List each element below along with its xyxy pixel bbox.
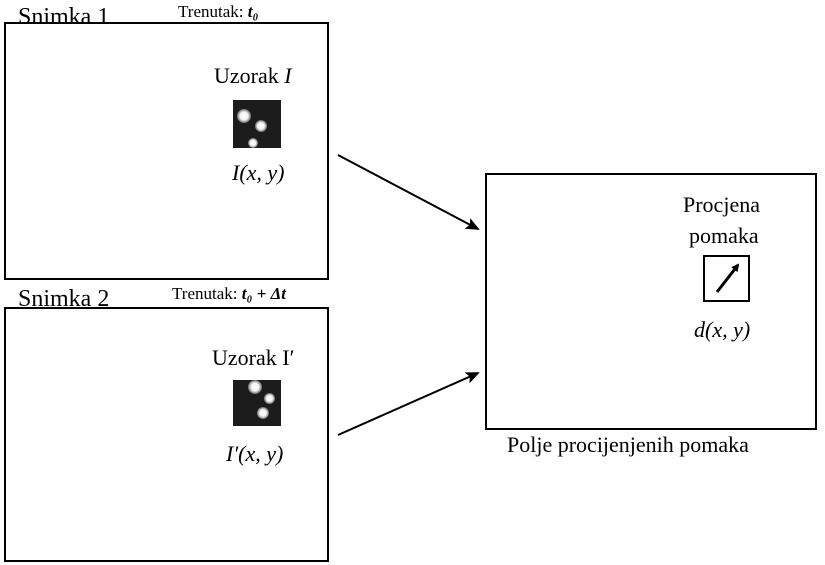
frame1-pattern-patch [233, 100, 281, 148]
displacement-vector-box [703, 255, 750, 302]
particle-spot [264, 393, 275, 404]
result-function-label: d(x, y) [694, 317, 751, 342]
frame2-moment: Trenutak: t₀ + Δt [172, 285, 286, 302]
particle-spot [255, 120, 267, 132]
frame2-box [4, 307, 329, 562]
frame1-pattern-label-text: Uzorak [214, 63, 285, 88]
frame2-function-label: I′(x, y) [226, 441, 284, 466]
result-title-line1: Procjena [683, 192, 760, 217]
frame1-pattern-label: Uzorak I [214, 65, 292, 87]
frame2-pattern-patch [233, 380, 281, 426]
frame2-moment-prefix: Trenutak: [172, 284, 242, 303]
result-caption: Polje procijenjenih pomaka [507, 432, 749, 457]
displacement-arrow-icon [715, 263, 740, 293]
particle-spot [248, 380, 262, 394]
frame1-box [4, 22, 329, 280]
arrow-frame2-to-result [337, 372, 480, 436]
arrow-frame1-to-result [337, 154, 480, 230]
particle-spot [237, 109, 251, 123]
frame1-pattern-label-symbol: I [284, 63, 292, 88]
particle-spot [248, 138, 258, 148]
frame1-moment-value: t₀ [247, 2, 259, 21]
result-box [485, 173, 817, 430]
frame2-pattern-label: Uzorak I′ [212, 345, 295, 370]
frame1-function-label: I(x, y) [232, 160, 285, 185]
result-title-line2: pomaka [689, 223, 759, 248]
frame1-moment-prefix: Trenutak: [178, 2, 248, 21]
frame2-moment-value: t₀ + Δt [241, 284, 286, 303]
particle-spot [257, 407, 269, 419]
frame1-moment: Trenutak: t₀ [178, 3, 258, 20]
